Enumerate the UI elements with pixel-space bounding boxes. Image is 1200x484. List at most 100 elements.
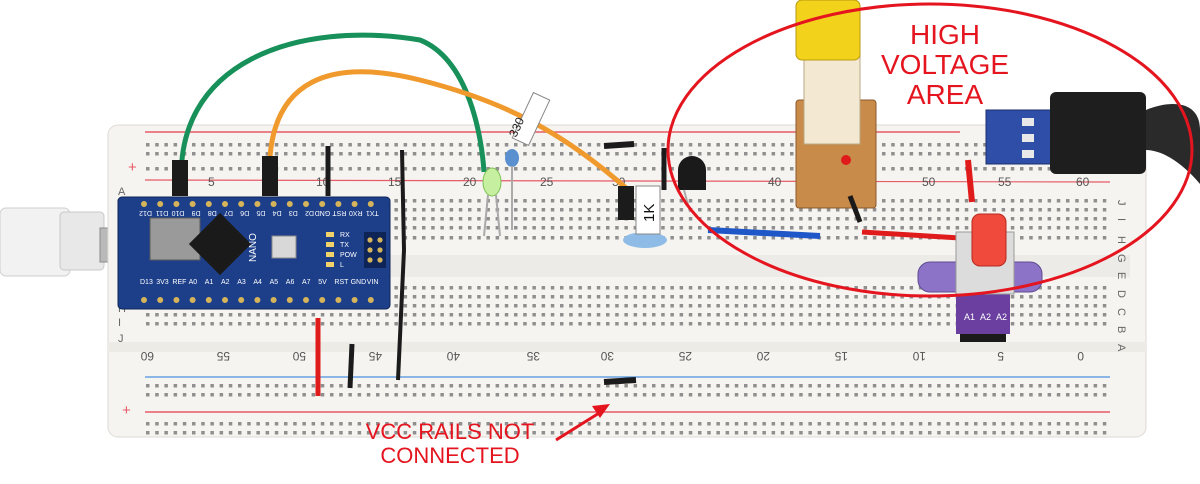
- pin-label: A4: [253, 279, 262, 286]
- pin-label: TX1: [366, 209, 379, 216]
- top-number: 40: [768, 175, 782, 189]
- top-number: 50: [922, 175, 936, 189]
- pin-label: D6: [240, 209, 249, 216]
- dc-jack-module: [985, 92, 1200, 184]
- green-jumper-wire: [178, 32, 487, 193]
- pin-label: D13: [140, 279, 153, 286]
- row-letter: J: [118, 333, 124, 345]
- row-letter: E: [1115, 272, 1127, 279]
- bottom-number: 20: [756, 349, 770, 363]
- row-letter: D: [1115, 290, 1127, 298]
- pin-label: D3: [289, 209, 298, 216]
- pin-label: 3V3: [156, 279, 169, 286]
- bottom-number: 5: [997, 349, 1004, 363]
- red-jumper-relay: [861, 229, 961, 241]
- pin-label: RST: [334, 279, 349, 286]
- bottom-number: 25: [678, 349, 692, 363]
- high-voltage-outline: [666, 2, 1194, 298]
- pin-label: A3: [237, 279, 246, 286]
- annotation-line: HIGH: [910, 19, 980, 50]
- row-letter: C: [1115, 308, 1127, 316]
- relay-board: [795, 0, 877, 223]
- pin-label: D2: [305, 209, 314, 216]
- row-letter: I: [118, 317, 121, 329]
- annotation-line: CONNECTED: [380, 442, 520, 468]
- bottom-number: 15: [834, 349, 848, 363]
- orange-jumper-wire: [266, 69, 628, 190]
- pin-label: D5: [256, 209, 265, 216]
- annotation-line: VCC RAILS NOT: [365, 419, 535, 444]
- bottom-number: 55: [216, 349, 230, 363]
- pin-label: D8: [208, 209, 217, 216]
- annotation-line: AREA: [906, 79, 984, 111]
- led-label: POW: [340, 252, 357, 259]
- pin-label: D4: [273, 209, 282, 216]
- top-number: 60: [1076, 175, 1090, 189]
- row-letter: G: [1115, 254, 1127, 263]
- resistor-1k-label: 1K: [641, 204, 658, 222]
- top-number: 55: [998, 175, 1012, 189]
- bottom-number: 0: [1077, 349, 1084, 363]
- black-jumper-long: [396, 149, 407, 381]
- rail-bridge-wire: [603, 377, 637, 385]
- pin-label: D9: [192, 209, 201, 216]
- arduino-label: NANO: [248, 233, 259, 262]
- bottom-number: 30: [600, 349, 614, 363]
- bottom-number: 35: [526, 349, 540, 363]
- green-led: [482, 167, 502, 237]
- annotation-line: VOLTAGE: [880, 49, 1010, 81]
- rail-plus-bottom: +: [122, 402, 131, 419]
- pin-label: VIN: [367, 279, 379, 286]
- reset-button: [271, 235, 297, 259]
- button-pin-label: A1: [964, 312, 975, 322]
- pin-label: A1: [205, 279, 214, 286]
- led-label: TX: [340, 242, 349, 249]
- pin-label: RST: [332, 209, 347, 216]
- usb-cable: [0, 207, 131, 277]
- pin-label: GND: [351, 279, 367, 286]
- pin-label: D11: [156, 209, 168, 216]
- row-letter: A: [1115, 344, 1127, 352]
- pin-label: D12: [139, 209, 152, 216]
- mini-usb-connector: [149, 217, 201, 261]
- pin-label: A7: [302, 279, 311, 286]
- microcontroller-chip: [188, 212, 252, 276]
- breadboard-right-letters: J I H G E D C B A: [1115, 200, 1127, 352]
- top-number: 20: [463, 175, 477, 189]
- pin-label: A5: [270, 279, 279, 286]
- resistor-330: 330: [505, 91, 551, 230]
- resistor-1k: 1K: [623, 185, 667, 248]
- pin-label: A0: [189, 279, 198, 286]
- rail-plus-top: +: [128, 159, 137, 176]
- button-pin-label: A2: [996, 312, 1007, 322]
- button-pin-label: A2: [980, 312, 991, 322]
- vcc-rails-annotation: VCC RAILS NOT CONNECTED: [340, 420, 560, 468]
- row-letter: I: [1115, 218, 1127, 221]
- pin-label: GND: [315, 209, 331, 216]
- bottom-number: 40: [446, 349, 460, 363]
- pin-label: A2: [221, 279, 230, 286]
- pin-label: D7: [224, 209, 233, 216]
- wire-plug-green: [172, 160, 188, 196]
- row-letter: B: [1115, 326, 1127, 333]
- row-letter: H: [1115, 236, 1127, 244]
- row-letter: A: [118, 186, 126, 198]
- annotation-arrow: [555, 404, 610, 442]
- pin-label: REF: [172, 279, 186, 286]
- pin-label: 5V: [318, 279, 327, 286]
- red-jumper-right: [965, 159, 975, 203]
- top-number: 25: [540, 175, 554, 189]
- bottom-number: 45: [368, 349, 382, 363]
- high-voltage-annotation: HIGH VOLTAGE AREA: [840, 19, 1050, 111]
- wire-plug-orange: [262, 156, 278, 196]
- blue-jumper-wire: [707, 227, 821, 239]
- bottom-number: 60: [140, 349, 154, 363]
- top-number: 15: [388, 175, 402, 189]
- pin-label: D10: [171, 209, 184, 216]
- pin-label: RX0: [349, 209, 363, 216]
- led-label: L: [340, 262, 344, 269]
- led-label: RX: [340, 232, 350, 239]
- row-letter: J: [1115, 200, 1127, 206]
